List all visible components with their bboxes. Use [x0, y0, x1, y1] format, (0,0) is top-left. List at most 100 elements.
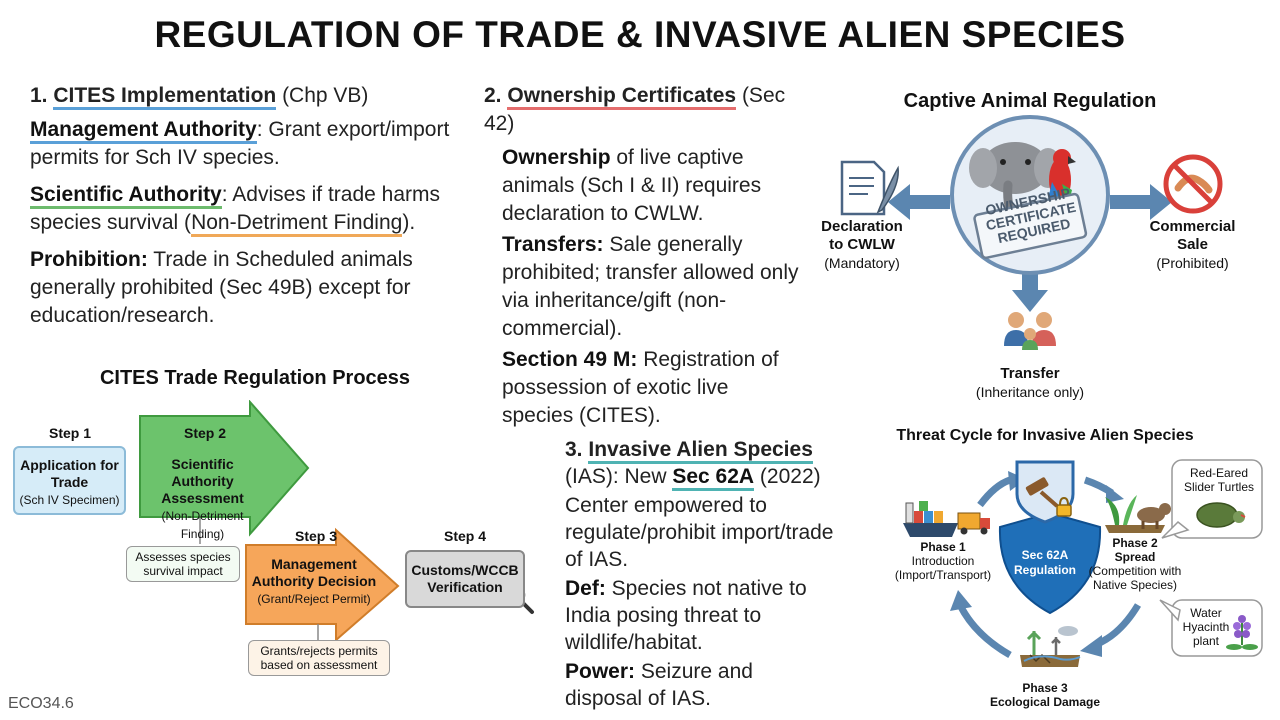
sa-ndf: Non-Detriment Finding	[191, 211, 403, 237]
plants-animal-icon	[1105, 495, 1171, 533]
phase1-name: Introduction	[911, 554, 975, 568]
cycle-arrow-4	[956, 603, 1012, 659]
step2-title: Scientific Authority Assessment	[161, 456, 244, 506]
commercial-sale-title: Commercial Sale	[1149, 218, 1236, 253]
truck-icon	[957, 512, 990, 535]
section-ownership: 2. Ownership Certificates (Sec 42) Owner…	[484, 82, 804, 430]
captive-diagram	[840, 115, 1223, 350]
pro-label: Prohibition:	[30, 248, 148, 271]
sec3-num: 3.	[565, 438, 583, 461]
commercial-sale-sub: (Prohibited)	[1156, 255, 1229, 271]
sec2-heading: Ownership Certificates	[507, 84, 737, 110]
turtle-bubble-text: Red-Eared Slider Turtles	[1183, 466, 1255, 494]
sa-text-2: ).	[402, 211, 416, 234]
ma-label: Management Authority	[30, 118, 257, 144]
step3-label: Step 3	[294, 528, 337, 544]
step3-sub: (Grant/Reject Permit)	[257, 592, 371, 606]
transfer-text: Sale generally prohibited; transfer allo…	[502, 233, 799, 340]
power-label: Power:	[565, 660, 636, 683]
arrow-left	[888, 184, 950, 220]
phase3-title: Phase 3	[1022, 681, 1068, 695]
section-cites: 1. CITES Implementation (Chp VB) Managem…	[30, 82, 460, 330]
step2-sub: (Non-Detriment Finding)	[161, 509, 244, 541]
hyacinth-icon	[1226, 615, 1258, 650]
phase2-name: Spread	[1114, 550, 1156, 564]
captive-title: Captive Animal Regulation	[903, 90, 1157, 112]
transfer-label: Transfers:	[502, 233, 604, 256]
power-text: Seizure and disposal of IAS.	[565, 660, 753, 710]
transfer-title: Transfer	[1000, 365, 1060, 382]
s49m-text: Registration of possession of exotic liv…	[502, 348, 779, 427]
step1-sub: (Sch IV Specimen)	[19, 493, 120, 507]
step2-box: Scientific Authority Assessment (Non-Det…	[140, 456, 265, 543]
arrow-right	[1110, 184, 1172, 220]
sec1-num: 1.	[30, 84, 48, 107]
sa-text-1: : Advises if trade harms species surviva…	[30, 183, 441, 234]
sec2-ref: (Sec 42)	[484, 84, 786, 135]
sec3-heading: Invasive Alien Species	[588, 438, 813, 464]
cites-process-title: CITES Trade Regulation Process	[99, 367, 411, 389]
cycle-arrow-1	[977, 476, 1012, 508]
hyacinth-bubble-text: Water Hyacinth plant	[1182, 606, 1230, 648]
own-label: Ownership	[502, 146, 611, 169]
regulation-shield	[998, 511, 1102, 615]
cites-process-shapes	[139, 400, 534, 643]
phase1-label: Phase 1 Introduction (Import/Transport)	[888, 540, 998, 582]
step1-box: Application for Trade (Sch IV Specimen)	[13, 446, 126, 515]
step4-box: Customs/WCCB Verification	[405, 550, 525, 608]
sec2-num: 2.	[484, 84, 502, 107]
turtle-icon	[1196, 502, 1246, 528]
def-label: Def:	[565, 577, 606, 600]
section-ias: 3. Invasive Alien Species (IAS): New Sec…	[565, 436, 835, 712]
phase1-sub: (Import/Transport)	[894, 568, 992, 582]
declaration-title: Declaration to CWLW	[821, 218, 903, 253]
damaged-land-icon	[1020, 626, 1081, 667]
step3-box: Management Authority Decision (Grant/Rej…	[248, 556, 380, 608]
transfer-sub: (Inheritance only)	[975, 384, 1085, 400]
phase3-label: Phase 3 Ecological Damage	[985, 681, 1105, 709]
commercial-sale-label: Commercial Sale (Prohibited)	[1140, 218, 1245, 273]
sec1-heading: CITES Implementation	[53, 84, 277, 110]
phase2-title: Phase 2	[1112, 536, 1158, 550]
cargo-ship-icon	[903, 501, 958, 537]
declaration-label: Declaration to CWLW (Mandatory)	[812, 218, 912, 273]
arrow-down	[1012, 270, 1048, 312]
no-handshake-icon	[1163, 154, 1223, 214]
ownership-stamp	[973, 192, 1088, 260]
hyacinth-bubble	[1159, 599, 1263, 657]
step2-arrow-shape	[139, 400, 310, 537]
phase2-sub: (Competition with Native Species)	[1088, 564, 1182, 592]
slide-code: ECO34.6	[8, 695, 74, 712]
center-text: Center empowered to regulate/prohibit im…	[565, 494, 834, 571]
step3-note: Grants/rejects permits based on assessme…	[248, 640, 390, 676]
sa-label: Scientific Authority	[30, 183, 222, 209]
step2-note: Assesses species survival impact	[126, 546, 240, 582]
sec62a-ref: Sec 62A	[672, 465, 755, 491]
step3-title: Management Authority Decision	[251, 556, 377, 589]
shield-center-text: Sec 62A Regulation	[1014, 548, 1076, 577]
step1-label: Step 1	[48, 425, 91, 441]
step4-label: Step 4	[443, 528, 486, 544]
def-text: Species not native to India posing threa…	[565, 577, 807, 654]
ma-text: : Grant export/import permits for Sch IV…	[30, 118, 450, 169]
step3-arrow-shape	[245, 527, 400, 643]
family-icon	[1004, 312, 1056, 350]
step1-title: Application for Trade	[20, 457, 119, 490]
threat-cycle-diagram	[903, 459, 1263, 667]
step2-label: Step 2	[183, 425, 226, 441]
step4-title: Customs/WCCB Verification	[411, 562, 519, 595]
pro-text: Trade in Scheduled animals generally pro…	[30, 248, 413, 327]
document-quill-icon	[840, 160, 899, 216]
transfer-label-box: Transfer (Inheritance only)	[955, 365, 1105, 402]
sec1-ref: (Chp VB)	[282, 84, 369, 107]
threat-title: Threat Cycle for Invasive Alien Species	[896, 427, 1194, 444]
phase2-label: Phase 2 Spread (Competition with Native …	[1080, 536, 1190, 592]
phase3-name: Ecological Damage	[989, 695, 1101, 709]
declaration-sub: (Mandatory)	[824, 255, 900, 271]
page-title: REGULATION OF TRADE & INVASIVE ALIEN SPE…	[154, 14, 1126, 55]
ias-year: (2022)	[754, 465, 821, 488]
lock-icon	[1056, 496, 1072, 517]
s49m-label: Section 49 M:	[502, 348, 638, 371]
own-text: of live captive animals (Sch I & II) req…	[502, 146, 762, 225]
ias-text: (IAS): New	[565, 465, 673, 488]
